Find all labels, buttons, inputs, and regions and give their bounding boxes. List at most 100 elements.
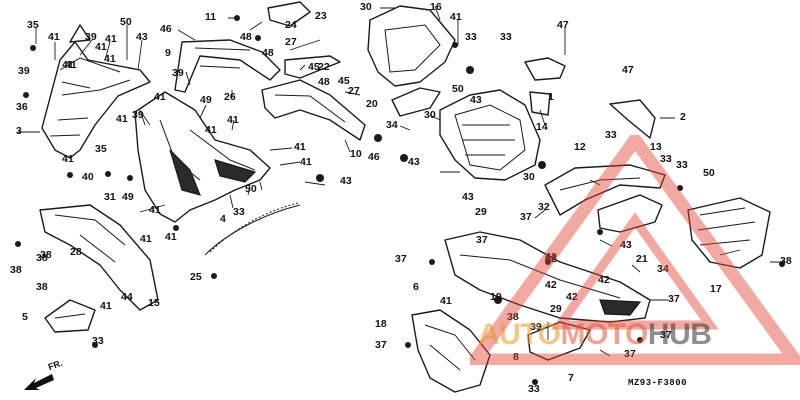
callout-number-29: 29 — [550, 303, 562, 315]
callout-number-34: 34 — [657, 263, 669, 275]
callout-number-37: 37 — [375, 339, 387, 351]
callout-number-43: 43 — [408, 156, 420, 168]
front-direction-arrow-icon — [24, 374, 54, 390]
callout-number-37: 37 — [660, 329, 672, 341]
callout-number-43: 43 — [136, 31, 148, 43]
callout-number-41: 41 — [48, 31, 60, 43]
part-lens-panel-20 — [391, 87, 441, 117]
fastener-marks — [15, 15, 785, 385]
callout-number-41: 41 — [116, 113, 128, 125]
callout-number-49: 49 — [200, 94, 212, 106]
callout-number-43: 43 — [462, 191, 474, 203]
callout-number-49: 49 — [122, 191, 134, 203]
callout-number-47: 47 — [622, 64, 634, 76]
leader-lines — [18, 5, 782, 357]
part-lower-cowl-6 — [444, 231, 651, 323]
callout-number-41: 41 — [100, 300, 112, 312]
callout-number-50: 50 — [703, 167, 715, 179]
callout-number-2: 2 — [680, 111, 686, 123]
callout-number-21: 21 — [636, 253, 648, 265]
callout-number-45: 45 — [308, 61, 320, 73]
callout-number-5: 5 — [22, 311, 28, 323]
callout-number-27: 27 — [285, 36, 297, 48]
callout-number-42: 42 — [545, 253, 557, 265]
part-side-stay-22 — [284, 55, 341, 79]
callout-number-41: 41 — [440, 295, 452, 307]
callout-number-41: 41 — [294, 141, 306, 153]
callout-number-42: 42 — [545, 251, 557, 263]
callout-number-41: 41 — [227, 114, 239, 126]
callout-number-20: 20 — [366, 98, 378, 110]
watermark-suffix: HUB — [647, 318, 712, 351]
callout-number-33: 33 — [528, 383, 540, 395]
callout-number-38: 38 — [36, 281, 48, 293]
callout-number-37: 37 — [476, 234, 488, 246]
part-bracket-2 — [609, 99, 656, 139]
callout-number-38: 38 — [780, 255, 792, 267]
callout-number-39: 39 — [18, 65, 30, 77]
callout-number-41: 41 — [149, 204, 161, 216]
part-lower-stay-7 — [527, 321, 591, 361]
callout-number-50: 50 — [245, 183, 257, 195]
callout-number-34: 34 — [386, 119, 398, 131]
watermark-middle: MOTO — [560, 318, 648, 351]
part-small-cover-top — [267, 1, 311, 27]
watermark-text: AUTOMOTOHUB — [478, 318, 712, 352]
callout-number-43: 43 — [620, 239, 632, 251]
callout-number-46: 46 — [160, 23, 172, 35]
callout-number-33: 33 — [92, 335, 104, 347]
callout-number-26: 26 — [224, 91, 236, 103]
callout-number-28: 28 — [70, 246, 82, 258]
part-inner-bracket-21 — [597, 194, 663, 233]
callout-number-4: 4 — [220, 213, 226, 225]
callout-number-39: 39 — [172, 67, 184, 79]
part-inner-fairing-stay — [41, 24, 151, 159]
callout-number-18: 18 — [375, 318, 387, 330]
callout-number-41: 41 — [105, 33, 117, 45]
callout-number-12: 12 — [574, 141, 586, 153]
callout-number-36: 36 — [16, 101, 28, 113]
callout-number-23: 23 — [315, 10, 327, 22]
part-small-stay-14 — [529, 91, 551, 116]
callout-number-50: 50 — [452, 83, 464, 95]
callout-number-39: 39 — [85, 31, 97, 43]
callout-number-41: 41 — [205, 124, 217, 136]
part-small-plate-5 — [44, 299, 96, 333]
part-lower-cover-17 — [687, 197, 771, 269]
callout-number-3: 3 — [16, 125, 22, 137]
part-bracket-1 — [524, 57, 566, 81]
callout-number-15: 15 — [148, 297, 160, 309]
callout-number-42: 42 — [598, 274, 610, 286]
callout-number-43: 43 — [340, 175, 352, 187]
callout-number-24: 24 — [285, 19, 297, 31]
callout-number-41: 41 — [165, 231, 177, 243]
diagram-code: MZ93-F3800 — [628, 378, 688, 388]
callout-number-50: 50 — [120, 16, 132, 28]
part-upper-cowl-16 — [367, 5, 456, 87]
callout-number-7: 7 — [568, 372, 574, 384]
callout-number-37: 37 — [624, 348, 636, 360]
callout-number-8: 8 — [513, 351, 519, 363]
callout-number-41: 41 — [450, 11, 462, 23]
callout-number-41: 41 — [62, 153, 74, 165]
part-inner-panel-10 — [261, 79, 366, 141]
callout-number-32: 32 — [538, 201, 550, 213]
callout-number-31: 31 — [104, 191, 116, 203]
callout-number-41: 41 — [300, 156, 312, 168]
callout-number-38: 38 — [10, 264, 22, 276]
callout-number-30: 30 — [360, 1, 372, 13]
callout-number-27: 27 — [348, 85, 360, 97]
callout-number-38: 38 — [40, 249, 52, 261]
part-center-cowl-12 — [439, 89, 541, 181]
callout-number-46: 46 — [368, 151, 380, 163]
callout-number-42: 42 — [545, 279, 557, 291]
part-belly-pan-18 — [411, 309, 491, 393]
callout-number-40: 40 — [82, 171, 94, 183]
callout-number-33: 33 — [233, 206, 245, 218]
callout-number-13: 13 — [650, 141, 662, 153]
callout-number-41: 41 — [65, 59, 77, 71]
callout-number-14: 14 — [536, 121, 548, 133]
callout-number-47: 47 — [557, 19, 569, 31]
callout-number-41: 41 — [140, 233, 152, 245]
